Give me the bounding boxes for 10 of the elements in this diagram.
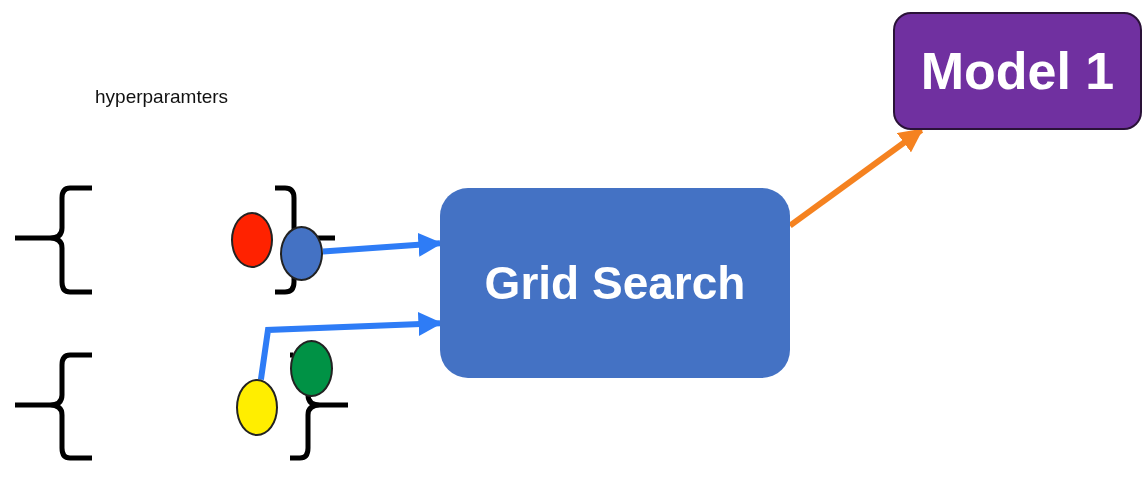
result-box (893, 12, 1142, 130)
dot (231, 212, 273, 268)
dot (236, 379, 278, 436)
node-label: Grid Search (484, 256, 746, 310)
dot (290, 340, 333, 397)
node-label: Model 1 (920, 41, 1115, 101)
process-box (440, 188, 790, 378)
arrow (788, 127, 924, 229)
dot (280, 226, 323, 281)
caption-text: hyperparamters (95, 86, 229, 108)
